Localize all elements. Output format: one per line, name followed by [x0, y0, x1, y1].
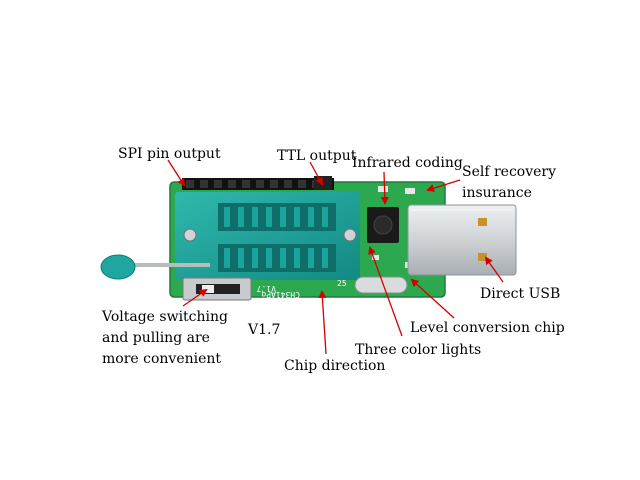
label-infrared-coding: Infrared coding — [352, 155, 463, 171]
silkscreen: CH341APq 25 V1.7 — [257, 279, 347, 299]
silk-pin-mark: 25 — [337, 279, 347, 288]
label-voltage-line2: and pulling are — [102, 330, 210, 346]
zif-socket — [175, 192, 360, 280]
label-three-color-lights: Three color lights — [355, 342, 482, 358]
voltage-switch — [182, 277, 252, 301]
label-voltage-line1: Voltage switching — [102, 309, 228, 325]
label-self-recovery-line1: Self recovery — [462, 164, 557, 180]
silk-chip-name: CH341APq — [261, 290, 300, 299]
label-ttl-output: TTL output — [277, 148, 357, 164]
pin-header — [182, 176, 334, 190]
zif-lever — [100, 254, 210, 280]
silk-version: V1.7 — [257, 284, 276, 293]
label-self-recovery-line2: insurance — [462, 185, 532, 201]
ir-receiver — [367, 207, 399, 243]
label-self-recovery-insurance: Self recovery insurance — [462, 162, 556, 204]
label-level-conversion-chip: Level conversion chip — [410, 320, 565, 336]
callout-arrows — [167, 159, 504, 355]
label-spi-pin-output: SPI pin output — [118, 146, 221, 162]
usb-plug — [407, 204, 517, 276]
label-direct-usb: Direct USB — [480, 286, 561, 302]
label-voltage-switching: Voltage switching and pulling are more c… — [102, 307, 228, 370]
label-chip-direction: Chip direction — [284, 358, 386, 374]
label-voltage-line3: more convenient — [102, 351, 222, 367]
label-version: V1.7 — [248, 322, 281, 338]
